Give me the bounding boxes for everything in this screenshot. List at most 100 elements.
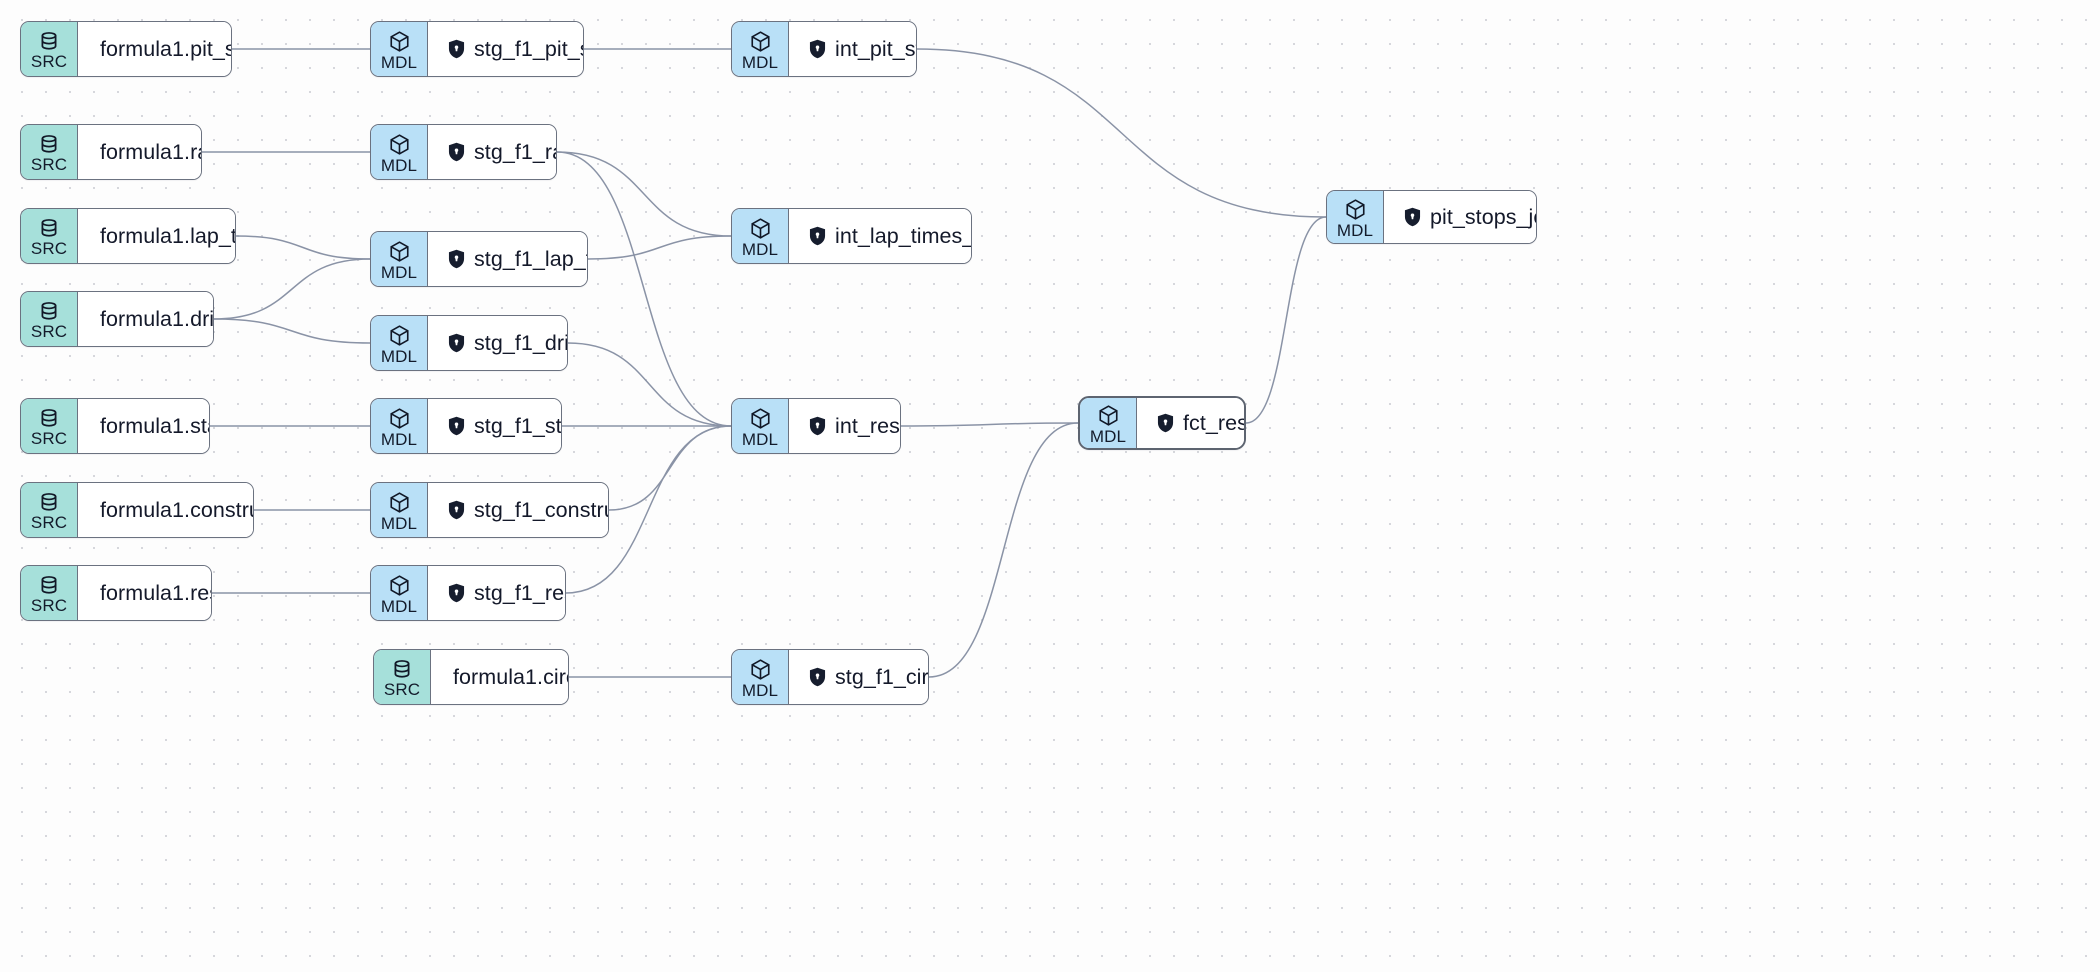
cube-icon	[388, 240, 411, 263]
node-body: int_results	[789, 399, 900, 453]
graph-node-stg_drivers[interactable]: MDL stg_f1_drivers	[370, 315, 568, 371]
model-badge: MDL	[371, 22, 428, 76]
graph-node-src_constructors[interactable]: SRC formula1.constructors	[20, 482, 254, 538]
cube-icon	[1344, 198, 1367, 221]
shield-lock-icon	[1157, 413, 1174, 433]
shield-lock-icon	[448, 142, 465, 162]
node-label: formula1.constructors	[100, 498, 253, 522]
graph-node-int_results[interactable]: MDL int_results	[731, 398, 901, 454]
graph-node-stg_results[interactable]: MDL stg_f1_results	[370, 565, 566, 621]
node-label: int_lap_times_years	[835, 224, 972, 248]
node-label: pit_stops_joined	[1430, 205, 1536, 229]
source-badge: SRC	[21, 209, 78, 263]
graph-node-stg_races[interactable]: MDL stg_f1_races	[370, 124, 557, 180]
node-body: formula1.pit_stops	[78, 22, 231, 76]
node-label: stg_f1_constructors	[474, 498, 608, 522]
node-label: formula1.lap_times	[100, 224, 235, 248]
node-body: formula1.constructors	[78, 483, 253, 537]
node-body: formula1.results	[78, 566, 211, 620]
node-kind-label: MDL	[380, 429, 418, 449]
cube-icon	[388, 574, 411, 597]
shield-lock-icon	[809, 39, 826, 59]
graph-node-int_lap_times_years[interactable]: MDL int_lap_times_years	[731, 208, 972, 264]
database-icon	[391, 658, 413, 680]
model-badge: MDL	[371, 399, 428, 453]
model-badge: MDL	[371, 232, 428, 286]
node-kind-label: MDL	[741, 429, 779, 449]
database-icon	[38, 407, 60, 429]
cube-icon	[388, 491, 411, 514]
node-kind-label: MDL	[380, 155, 418, 175]
node-body: int_pit_stops	[789, 22, 916, 76]
model-badge: MDL	[371, 566, 428, 620]
node-label: formula1.results	[100, 581, 211, 605]
graph-node-stg_constructors[interactable]: MDL stg_f1_constructors	[370, 482, 609, 538]
node-kind-label: MDL	[1089, 426, 1127, 446]
node-kind-label: MDL	[741, 239, 779, 259]
node-body: stg_f1_races	[428, 125, 556, 179]
node-kind-label: MDL	[380, 346, 418, 366]
node-label: stg_f1_races	[474, 140, 556, 164]
graph-node-src_lap_times[interactable]: SRC formula1.lap_times	[20, 208, 236, 264]
node-body: stg_f1_results	[428, 566, 565, 620]
graph-node-stg_status[interactable]: MDL stg_f1_status	[370, 398, 562, 454]
cube-icon	[388, 30, 411, 53]
node-label: formula1.circuits	[453, 665, 568, 689]
source-badge: SRC	[21, 483, 78, 537]
node-body: int_lap_times_years	[789, 209, 972, 263]
shield-lock-icon	[448, 500, 465, 520]
graph-node-src_circuits[interactable]: SRC formula1.circuits	[373, 649, 569, 705]
database-icon	[38, 133, 60, 155]
source-badge: SRC	[21, 566, 78, 620]
database-icon	[38, 300, 60, 322]
node-kind-label: SRC	[30, 596, 68, 615]
model-badge: MDL	[1327, 191, 1384, 243]
node-body: formula1.drivers	[78, 292, 213, 346]
graph-node-stg_pit_stops[interactable]: MDL stg_f1_pit_stops	[370, 21, 584, 77]
source-badge: SRC	[21, 399, 78, 453]
node-kind-label: MDL	[380, 52, 418, 72]
graph-node-pit_stops_joined[interactable]: MDL pit_stops_joined	[1326, 190, 1537, 244]
source-badge: SRC	[21, 292, 78, 346]
node-label: stg_f1_drivers	[474, 331, 568, 355]
node-label: stg_f1_results	[474, 581, 565, 605]
graph-node-stg_lap_times[interactable]: MDL stg_f1_lap_times	[370, 231, 588, 287]
node-body: formula1.status	[78, 399, 209, 453]
shield-lock-icon	[809, 416, 826, 436]
node-kind-label: MDL	[1336, 220, 1374, 240]
node-label: int_results	[835, 414, 900, 438]
shield-lock-icon	[448, 583, 465, 603]
cube-icon	[749, 658, 772, 681]
node-body: stg_f1_drivers	[428, 316, 568, 370]
model-badge: MDL	[371, 125, 428, 179]
node-label: stg_f1_lap_times	[474, 247, 588, 271]
cube-icon	[388, 407, 411, 430]
graph-node-src_drivers[interactable]: SRC formula1.drivers	[20, 291, 214, 347]
model-badge: MDL	[732, 209, 789, 263]
graph-node-src_results[interactable]: SRC formula1.results	[20, 565, 212, 621]
node-kind-label: SRC	[30, 322, 68, 341]
model-badge: MDL	[1080, 398, 1137, 448]
cube-icon	[1097, 404, 1120, 427]
model-badge: MDL	[371, 316, 428, 370]
node-label: formula1.pit_stops	[100, 37, 231, 61]
node-kind-label: MDL	[380, 513, 418, 533]
graph-node-fct_results[interactable]: MDL fct_results	[1078, 396, 1246, 450]
database-icon	[38, 574, 60, 596]
cube-icon	[388, 133, 411, 156]
shield-lock-icon	[1404, 207, 1421, 227]
node-body: stg_f1_pit_stops	[428, 22, 583, 76]
node-kind-label: SRC	[383, 680, 421, 699]
node-body: fct_results	[1137, 398, 1244, 448]
node-body: stg_f1_lap_times	[428, 232, 588, 286]
node-label: stg_f1_status	[474, 414, 562, 438]
database-icon	[38, 217, 60, 239]
node-label: int_pit_stops	[835, 37, 916, 61]
